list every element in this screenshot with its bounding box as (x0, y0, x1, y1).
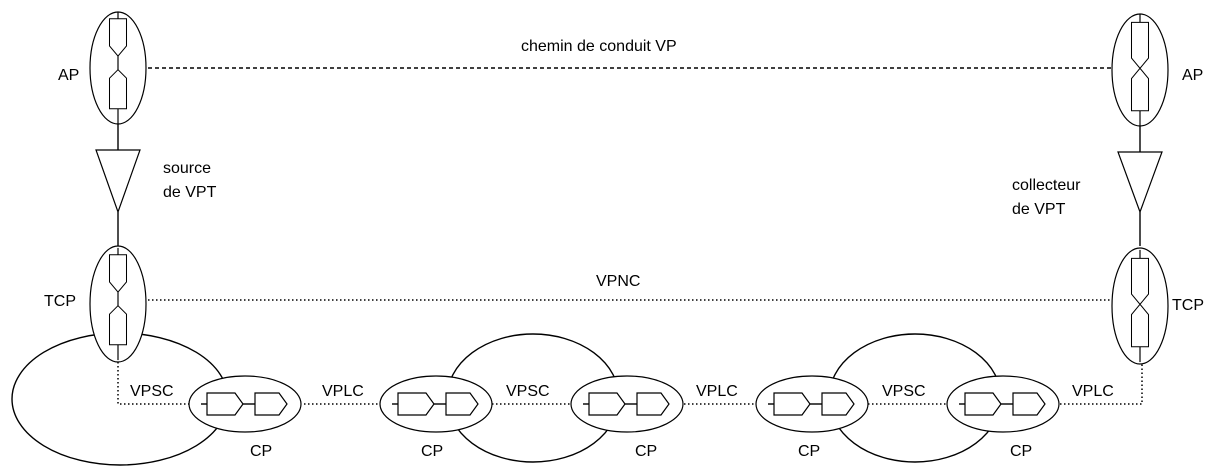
vpt-sink-triangle (1117, 151, 1163, 214)
vpt-source-triangle (95, 149, 141, 214)
vpnc-label: VPNC (596, 273, 640, 290)
link-label-1: VPSC (130, 383, 174, 400)
cp-label-1: CP (250, 443, 272, 460)
cp-label-5: CP (1010, 443, 1032, 460)
vpsc-vplc-chain-line (117, 362, 1143, 405)
link-label-6: VPLC (1072, 383, 1114, 400)
link-label-4: VPLC (696, 383, 738, 400)
vpt-source-label-line1: source (163, 160, 211, 177)
cp-node-2 (379, 375, 493, 433)
cp-label-2: CP (421, 443, 443, 460)
ap-right-node (1111, 13, 1169, 127)
cp-node-3 (570, 375, 684, 433)
vpt-sink-label-line2: de VPT (1012, 201, 1066, 218)
link-label-5: VPSC (882, 383, 926, 400)
ap-left-label: AP (58, 67, 79, 84)
tcp-right-label: TCP (1172, 297, 1204, 314)
cp-node-5 (946, 375, 1060, 433)
cp-node-4 (755, 375, 869, 433)
cp-label-3: CP (635, 443, 657, 460)
ap-right-label: AP (1182, 67, 1203, 84)
vpt-sink-label-line1: collecteur (1012, 177, 1081, 194)
link-label-3: VPSC (506, 383, 550, 400)
tcp-right-node (1111, 247, 1169, 365)
cp-label-4: CP (798, 443, 820, 460)
vpt-source-label-line2: de VPT (163, 184, 217, 201)
link-label-2: VPLC (322, 383, 364, 400)
tcp-left-node (89, 245, 147, 363)
ap-left-node (89, 11, 147, 125)
tcp-left-label: TCP (44, 293, 76, 310)
vp-path-label: chemin de conduit VP (521, 38, 677, 55)
cp-node-1 (188, 375, 302, 433)
